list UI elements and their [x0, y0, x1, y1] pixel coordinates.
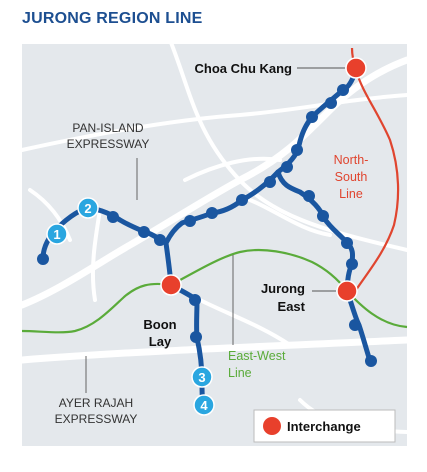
jrl-station — [337, 84, 349, 96]
station-4-number: 4 — [200, 398, 208, 413]
local-road-5 — [198, 298, 292, 347]
map-title: JURONG REGION LINE — [22, 10, 203, 27]
leader-lines — [85, 67, 345, 393]
nsl-label-line1: North- — [334, 153, 369, 167]
ayer-rajah-expressway-road — [18, 336, 411, 364]
jrl-station — [349, 319, 361, 331]
jrl-station — [281, 161, 293, 173]
pie-label-line1: PAN-ISLAND — [72, 121, 143, 135]
jrl-station — [303, 190, 315, 202]
jrl-station — [184, 215, 196, 227]
legend: Interchange — [253, 409, 396, 443]
station-2-marker — [77, 197, 99, 219]
pie-label-line2: EXPRESSWAY — [67, 137, 150, 151]
jrl-station — [107, 211, 119, 223]
aye-label-line1: AYER RAJAH — [59, 396, 133, 410]
station-1-number: 1 — [53, 227, 60, 242]
station-3-number: 3 — [198, 370, 205, 385]
jrl-station — [291, 144, 303, 156]
jrl-station — [317, 210, 329, 222]
jrl-west-branch — [40, 169, 281, 264]
jrl-station — [206, 207, 218, 219]
jrl-station — [189, 294, 201, 306]
choa-chu-kang-label: Choa Chu Kang — [195, 61, 293, 76]
boon-lay-interchange — [160, 274, 182, 296]
ewl-label-line1: East-West — [228, 349, 286, 363]
jrl-stations — [37, 84, 377, 367]
numbered-stations: 1 2 3 4 — [46, 197, 215, 416]
jrl-station — [365, 355, 377, 367]
jrl-station — [138, 226, 150, 238]
interchanges — [160, 57, 367, 302]
jrl-station — [154, 234, 166, 246]
boon-lay-label-line2: Lay — [149, 334, 172, 349]
local-road-7 — [90, 208, 102, 302]
jrl-station — [190, 331, 202, 343]
jurong-east-label-line2: East — [278, 299, 306, 314]
jrl-station — [325, 97, 337, 109]
jrl-station — [236, 194, 248, 206]
station-2-number: 2 — [84, 201, 91, 216]
ewl-label-line2: Line — [228, 366, 252, 380]
boon-lay-label-line1: Boon — [143, 317, 176, 332]
local-road-4 — [248, 198, 332, 237]
local-road-3 — [183, 156, 282, 182]
jrl-station — [264, 176, 276, 188]
pan-island-expressway-road — [18, 56, 411, 309]
aye-label-line2: EXPRESSWAY — [55, 412, 138, 426]
jrl-station — [346, 258, 358, 270]
nsl-label-line3: Line — [339, 187, 363, 201]
station-3-marker — [191, 366, 213, 388]
choa-chu-kang-interchange — [345, 57, 367, 79]
jrl-station — [341, 237, 353, 249]
jrl-station — [306, 111, 318, 123]
jrl-station — [37, 253, 49, 265]
local-road-1 — [20, 93, 409, 152]
nsl-label-line2: South — [335, 170, 368, 184]
interchange-legend-icon — [263, 417, 281, 435]
station-1-marker — [46, 223, 68, 245]
jurong-east-label-line1: Jurong — [261, 281, 305, 296]
jurong-east-interchange — [336, 280, 358, 302]
legend-label: Interchange — [287, 419, 361, 434]
station-4-marker — [193, 394, 215, 416]
